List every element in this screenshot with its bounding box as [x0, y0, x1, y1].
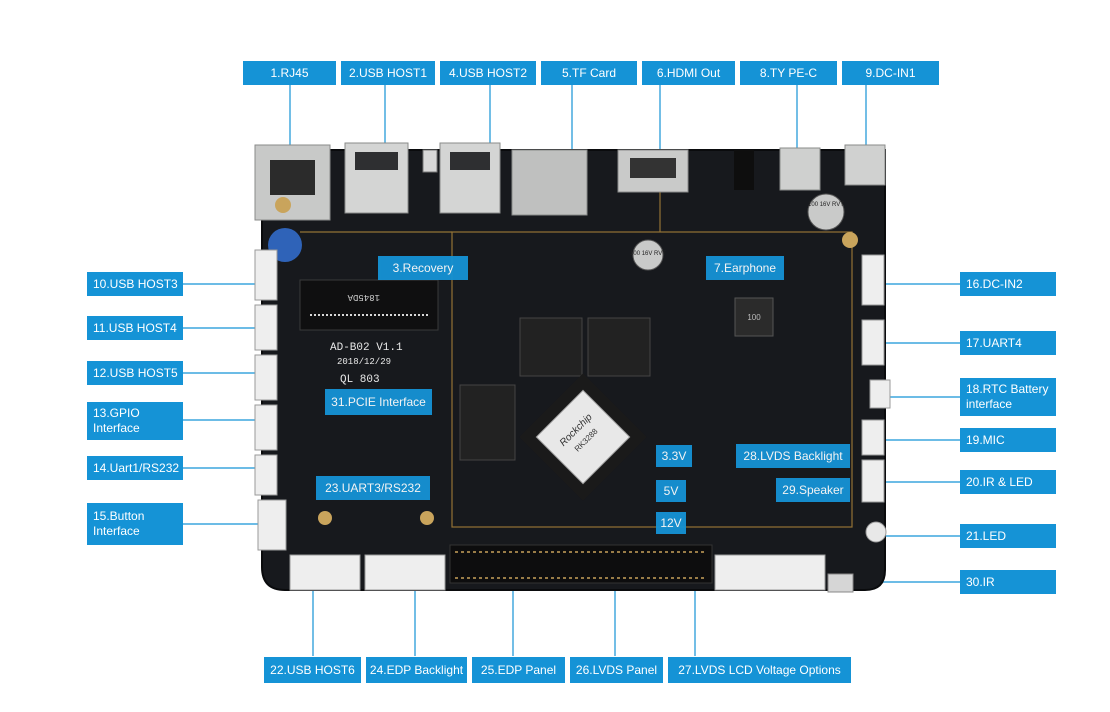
label-button-interface: 15.Button Interface	[87, 503, 183, 545]
label-uart3-rs232: 23.UART3/RS232	[316, 476, 430, 500]
board-date: 2018/12/29	[337, 357, 391, 367]
label-dc-in1: 9.DC-IN1	[842, 61, 939, 85]
label-usb-host2: 4.USB HOST2	[440, 61, 536, 85]
inductor-text: 100	[747, 313, 761, 322]
label-usb-host4: 11.USB HOST4	[87, 316, 183, 340]
board-mark: QL 803	[340, 374, 380, 386]
soc	[519, 373, 647, 501]
label-lvds-panel: 26.LVDS Panel	[570, 657, 663, 683]
label-5v: 5V	[656, 480, 686, 502]
ir-receiver	[827, 573, 854, 593]
label-dc-in2: 16.DC-IN2	[960, 272, 1056, 296]
right-headers	[861, 254, 891, 503]
label-12v: 12V	[656, 512, 686, 534]
board-model: AD-B02 V1.1	[330, 342, 403, 354]
cap2-text: 100 16V RVT	[630, 251, 666, 257]
label-earphone: 7.Earphone	[706, 256, 784, 280]
label-usb-host5: 12.USB HOST5	[87, 361, 183, 385]
label-3v3: 3.3V	[656, 445, 692, 467]
label-pcie-interface: 31.PCIE Interface	[325, 389, 432, 415]
label-lvds-backlight: 28.LVDS Backlight	[736, 444, 850, 468]
label-rtc-battery: 18.RTC Battery interface	[960, 378, 1056, 416]
label-usb-host6: 22.USB HOST6	[264, 657, 361, 683]
label-ir: 30.IR	[960, 570, 1056, 594]
electrolytic-capacitor	[807, 193, 845, 231]
label-lvds-lcd-voltage: 27.LVDS LCD Voltage Options	[668, 657, 851, 683]
label-tf-card: 5.TF Card	[541, 61, 637, 85]
label-gpio-interface: 13.GPIO Interface	[87, 402, 183, 440]
label-edp-backlight: 24.EDP Backlight	[366, 657, 467, 683]
cap1-text: 100 16V RVT	[808, 202, 844, 208]
left-headers	[254, 249, 287, 551]
label-uart4: 17.UART4	[960, 331, 1056, 355]
label-recovery: 3.Recovery	[378, 256, 468, 280]
label-usb-host3: 10.USB HOST3	[87, 272, 183, 296]
label-speaker: 29.Speaker	[776, 478, 850, 502]
label-uart1-rs232: 14.Uart1/RS232	[87, 456, 183, 480]
label-rj45: 1.RJ45	[243, 61, 336, 85]
label-typec: 8.TY PE-C	[740, 61, 837, 85]
label-edp-panel: 25.EDP Panel	[472, 657, 565, 683]
label-ir-led: 20.IR & LED	[960, 470, 1056, 494]
pcie-code: 1845DA	[347, 292, 380, 302]
mounting-holes	[275, 197, 858, 525]
label-mic: 19.MIC	[960, 428, 1056, 452]
label-usb-host1: 2.USB HOST1	[341, 61, 435, 85]
led	[865, 521, 887, 543]
label-led: 21.LED	[960, 524, 1056, 548]
bottom-headers	[289, 554, 826, 591]
inductor	[734, 297, 774, 337]
label-hdmi-out: 6.HDMI Out	[642, 61, 735, 85]
ram-chips	[459, 317, 651, 461]
pcie-slot	[299, 279, 439, 331]
top-connectors	[254, 142, 886, 221]
